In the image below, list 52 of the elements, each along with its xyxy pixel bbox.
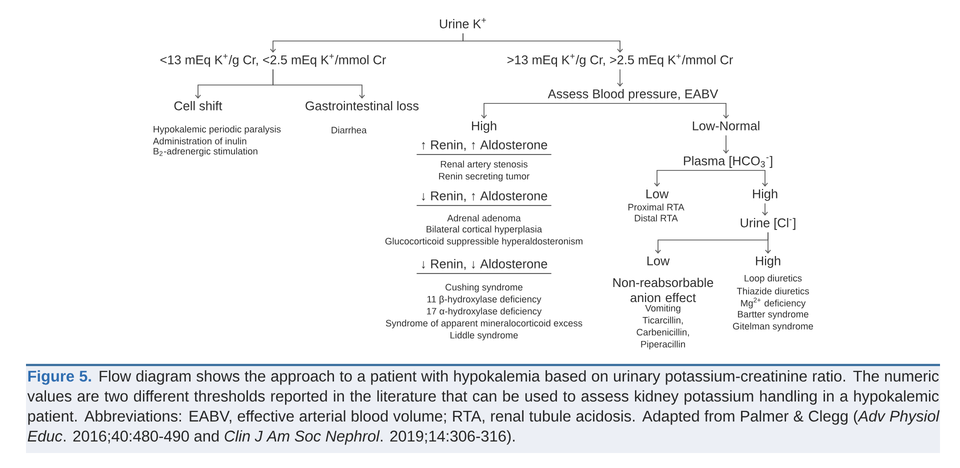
flow-label: <13 mEq K$^{+}$/g Cr, <2.5 mEq K$^{+}$/mmol Cr xyxy=(160,54,386,67)
arrow xyxy=(765,232,771,254)
arrow xyxy=(462,33,623,53)
list-item: Adrenal adenoma xyxy=(447,214,521,222)
flow-label: Plasma [HCO$_{3}$$^{-}$] xyxy=(684,156,772,168)
list-item: Mg$^{2+}$ deficiency xyxy=(741,298,806,308)
flow-label: >13 mEq K$^{+}$/g Cr, >2.5 mEq K$^{+}$/mmol Cr xyxy=(507,54,733,67)
arrow xyxy=(632,103,729,119)
list-item: Distal RTA xyxy=(634,214,678,222)
section-heading: ↑ Renin, ↑ Aldosterone xyxy=(416,140,552,155)
list-item: Renal artery stenosis xyxy=(440,160,528,170)
subheading: Non-reabsorbable anion effect xyxy=(613,278,714,302)
list-item: Renin secreting tumor xyxy=(439,172,530,182)
arrow xyxy=(723,135,729,154)
list-item: Ticarcillin, Carbenicillin, Piperacillin xyxy=(636,316,689,350)
flow-label: Low xyxy=(646,189,669,198)
list-item: 11 β-hydroxylase deficiency xyxy=(427,296,542,304)
arrow xyxy=(762,203,768,216)
list-item: Cushing syndrome xyxy=(446,284,522,292)
flow-label: Urine K$^{+}$ xyxy=(440,18,486,28)
section-heading: ↓ Renin, ↑ Aldosterone xyxy=(416,191,552,206)
arrow xyxy=(654,170,728,187)
section-heading: ↓ Renin, ↓ Aldosterone xyxy=(416,259,552,274)
list-item: 17 α-hydroxylase deficiency xyxy=(427,308,542,316)
list-item: Bartter syndrome xyxy=(738,310,808,320)
list-item: B$_{2}$-adrenergic stimulation xyxy=(154,148,258,156)
list-item: Administration of inulin xyxy=(152,138,246,144)
flow-label: Low xyxy=(647,256,670,266)
arrow xyxy=(272,69,365,99)
list-item: Hypokalemic periodic paralysis xyxy=(154,126,281,134)
flow-label: High xyxy=(472,121,496,133)
arrow xyxy=(481,103,634,119)
list-item: Glucocorticoid suppressible hyperaldosteronism xyxy=(385,238,582,246)
arrow xyxy=(728,170,768,187)
list-item: Bilateral cortical hyperplasia xyxy=(426,226,542,234)
flow-label: Low-Normal xyxy=(692,121,760,130)
list-item: Syndrome of apparent mineralocorticoid excess xyxy=(386,320,582,328)
flow-label: Urine [Cl$^{-}$] xyxy=(740,218,796,230)
list-item: Proximal RTA xyxy=(628,204,684,210)
flow-label: Gastrointestinal loss xyxy=(306,101,419,110)
list-item: Gitelman syndrome xyxy=(733,322,814,332)
caption: Figure 5. Flow diagram shows the approach to a patient with hypokalemia based on urinary potassium-creatinine ratio. The numeric values are two different thresholds reported in the literature that can be used to assess kidney potassium handling in a hypokalemic patient. Abbreviations: EABV, effective arterial blood volume; RTA, renal tubule acidosis. Adapted from Palmer & Clegg (Adv Physiol Educ. 2016;40:480-490 and Clin J Am Soc Nephrol. 2019;14:306-316). xyxy=(26,366,940,453)
list-item: Diarrhea xyxy=(332,126,367,134)
list-item: Thiazide diuretics xyxy=(736,288,809,294)
list-item: Liddle syndrome xyxy=(450,332,518,340)
flow-label: High xyxy=(756,256,780,268)
list-item: Loop diuretics xyxy=(744,274,802,284)
list-item: Vomiting xyxy=(645,304,680,314)
flow-label: High xyxy=(753,189,778,201)
flow-label: Assess Blood pressure, EABV xyxy=(548,89,718,101)
flow-label: Cell shift xyxy=(174,101,222,110)
arrow xyxy=(617,69,623,87)
